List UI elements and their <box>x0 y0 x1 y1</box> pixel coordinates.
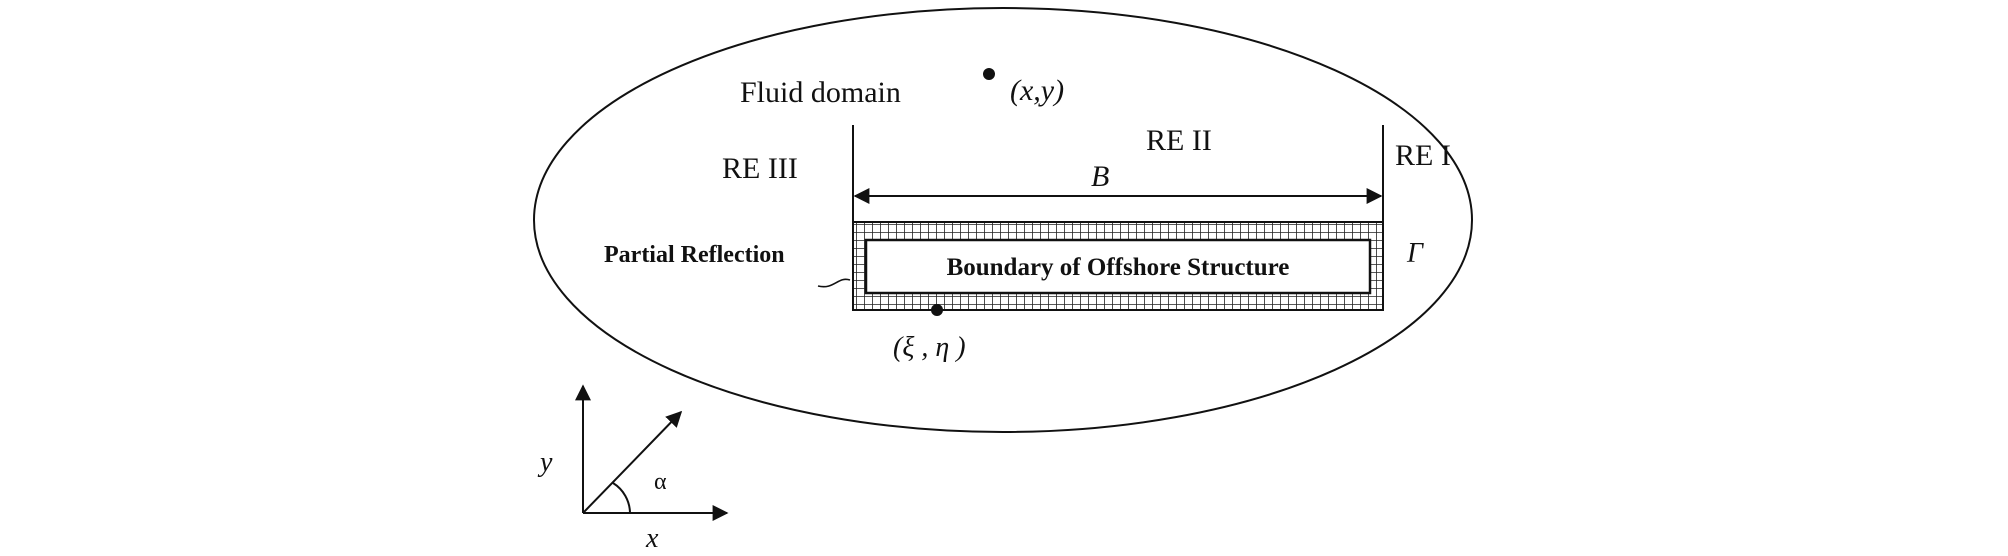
partial-reflection-label: Partial Reflection <box>604 242 785 268</box>
offshore-structure-boundary <box>864 238 1372 295</box>
field-point-label: (x,y) <box>1010 74 1064 107</box>
source-point-dot <box>931 304 943 316</box>
width-label: B <box>1091 160 1109 193</box>
fluid-domain-label: Fluid domain <box>740 76 901 109</box>
axis-y-label: y <box>537 447 553 478</box>
region-2-label: RE II <box>1146 124 1212 157</box>
structure-label: Boundary of Offshore Structure <box>947 254 1290 281</box>
axis-x-label: x <box>645 523 659 551</box>
wave-direction-arrow <box>582 410 683 514</box>
region-3-label: RE III <box>722 152 798 185</box>
partial-reflection-leader <box>817 278 851 288</box>
region-1-label: RE I <box>1395 139 1451 172</box>
source-point-label: (ξ , η ) <box>893 332 966 363</box>
field-point-dot <box>983 68 995 80</box>
angle-label: α <box>654 469 667 495</box>
angle-arc <box>612 482 631 514</box>
fluid-domain-boundary <box>533 7 1473 433</box>
boundary-gamma-label: Γ <box>1406 238 1424 269</box>
